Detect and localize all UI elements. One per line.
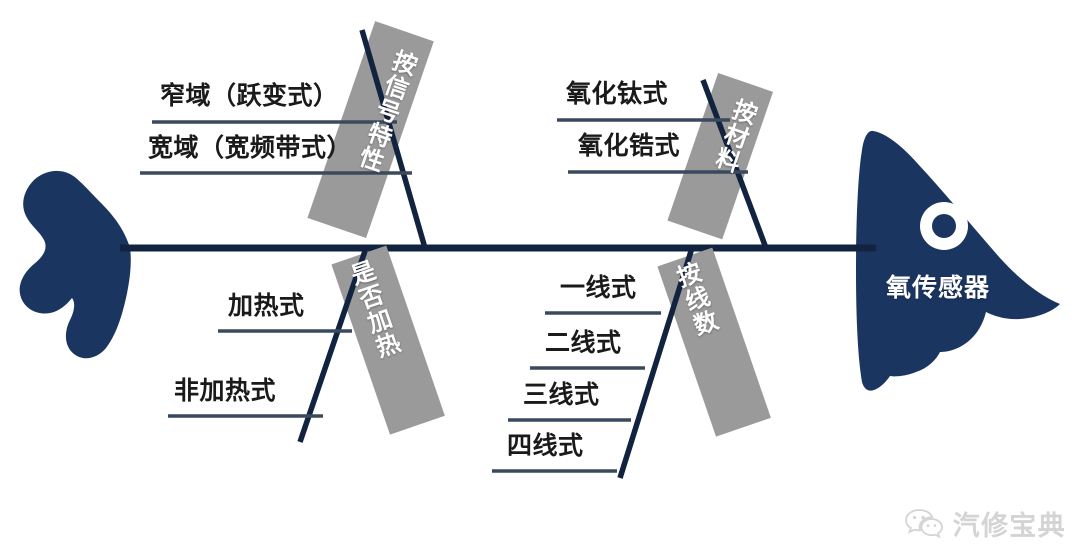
- fish-head-title: 氧传感器: [886, 274, 991, 302]
- leaf-label-signal-wide: 宽域（宽频带式）: [148, 134, 353, 162]
- leaf-label-heated-yes: 加热式: [228, 292, 305, 320]
- leaf-label-heated-no: 非加热式: [174, 377, 277, 405]
- branch-line-heated: [297, 247, 369, 443]
- fish-tail: [19, 170, 131, 359]
- category-box-heated: [331, 245, 445, 435]
- leaf-label-wire-four: 四线式: [507, 432, 584, 460]
- leaf-label-material-zirconia: 氧化锆式: [578, 132, 681, 160]
- branch-line-signal-characteristic: [359, 29, 428, 249]
- leaf-label-signal-narrow: 窄域（跃变式）: [160, 82, 339, 110]
- fish-head: [856, 130, 1060, 391]
- leaf-label-wire-two: 二线式: [545, 329, 622, 357]
- branch-line-material: [700, 79, 769, 249]
- leaf-label-material-titanium: 氧化钛式: [566, 80, 669, 108]
- leaf-label-wire-one: 一线式: [560, 274, 637, 302]
- fish-pupil: [932, 214, 956, 238]
- wechat-icon: [904, 508, 943, 538]
- branch-line-wire-count: [617, 247, 695, 479]
- category-box-signal-characteristic: [307, 21, 434, 239]
- category-box-wire-count: [657, 247, 771, 437]
- watermark-text: 汽修宝典: [952, 511, 1066, 541]
- leaf-label-wire-three: 三线式: [523, 381, 600, 409]
- watermark: 汽修宝典: [904, 504, 1066, 543]
- category-box-material: [667, 72, 774, 240]
